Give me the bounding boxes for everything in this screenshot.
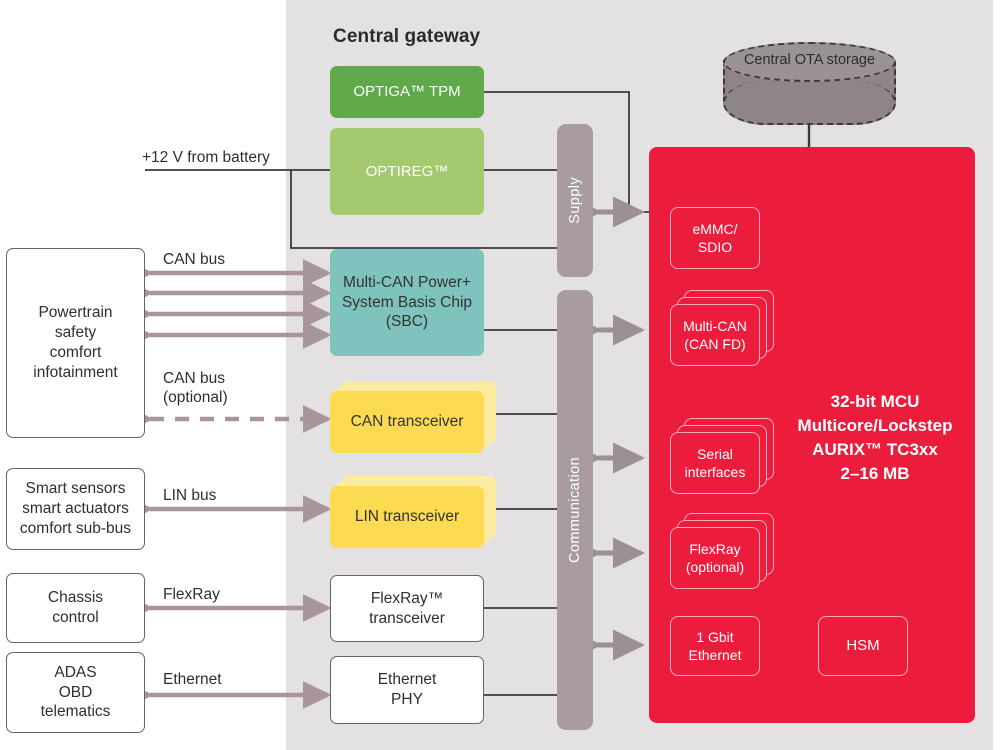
gateway-block-label: OPTIREG™ [365,162,449,180]
external-block-label: Chassis control [47,589,104,626]
label-ethernet: Ethernet [163,671,222,688]
mcu-subblock-label: Multi-CAN (CAN FD) [683,317,747,352]
mcu-subblock-label: HSM [846,637,880,655]
mcu-subblock-hsm[interactable]: HSM [818,616,908,676]
bar-supply[interactable]: Supply [557,124,593,277]
bar-supply-label: Supply [567,177,583,224]
external-block-label: Powertrain safety comfort infotainment [33,304,118,381]
ota-storage-label: Central OTA storage [743,52,876,68]
external-block-label: Smart sensors smart actuators comfort su… [19,480,132,537]
gateway-block-flexray-transceiver[interactable]: FlexRay™ transceiver [330,575,484,642]
gateway-block-lin-transceiver[interactable]: LIN transceiver [330,486,484,548]
mcu-subblock-emmc-sdio[interactable]: eMMC/ SDIO [670,207,760,269]
gateway-block-optiga-tpm[interactable]: OPTIGA™ TPM [330,66,484,118]
external-block-smart-sensors[interactable]: Smart sensors smart actuators comfort su… [6,468,145,550]
mcu-subblock-label: eMMC/ SDIO [692,220,738,255]
mcu-title: 32-bit MCU Multicore/Lockstep AURIX™ TC3… [797,392,953,484]
label-flexray: FlexRay [163,586,220,603]
gateway-block-label: FlexRay™ transceiver [369,589,445,627]
gateway-block-label: Ethernet PHY [377,671,437,708]
gateway-block-can-transceiver[interactable]: CAN transceiver [330,391,484,453]
label-power-supply: +12 V from battery [142,149,270,166]
label-lin-bus: LIN bus [163,487,217,504]
bar-communication-label: Communication [567,457,583,563]
mcu-subblock-label: 1 Gbit Ethernet [688,628,742,663]
ota-storage-cylinder-bottom [723,81,896,125]
bar-communication[interactable]: Communication [557,290,593,730]
mcu-subblock-flexray[interactable]: FlexRay (optional) [670,527,760,589]
gateway-block-sbc[interactable]: Multi-CAN Power+ System Basis Chip (SBC) [330,249,484,356]
external-block-powertrain[interactable]: Powertrain safety comfort infotainment [6,248,145,438]
page-title: Central gateway [333,26,481,47]
external-block-adas[interactable]: ADAS OBD telematics [6,652,145,733]
mcu-subblock-multi-can[interactable]: Multi-CAN (CAN FD) [670,304,760,366]
mcu-subblock-serial-interfaces[interactable]: Serial interfaces [670,432,760,494]
gateway-block-label: CAN transceiver [350,413,464,431]
gateway-block-optireg[interactable]: OPTIREG™ [330,128,484,215]
mcu-subblock-gbit-ethernet[interactable]: 1 Gbit Ethernet [670,616,760,676]
gateway-block-ethernet-phy[interactable]: Ethernet PHY [330,656,484,724]
gateway-block-label: OPTIGA™ TPM [353,83,461,101]
external-block-label: ADAS OBD telematics [40,663,111,721]
gateway-block-label: Multi-CAN Power+ System Basis Chip (SBC) [341,273,473,331]
label-can-bus-optional: CAN bus (optional) [163,370,228,407]
external-block-chassis[interactable]: Chassis control [6,573,145,643]
mcu-subblock-label: FlexRay (optional) [685,540,745,575]
ota-storage-cylinder-top [723,42,896,82]
gateway-block-label: LIN transceiver [354,508,460,526]
mcu-subblock-label: Serial interfaces [684,445,746,480]
label-can-bus: CAN bus [163,251,226,268]
